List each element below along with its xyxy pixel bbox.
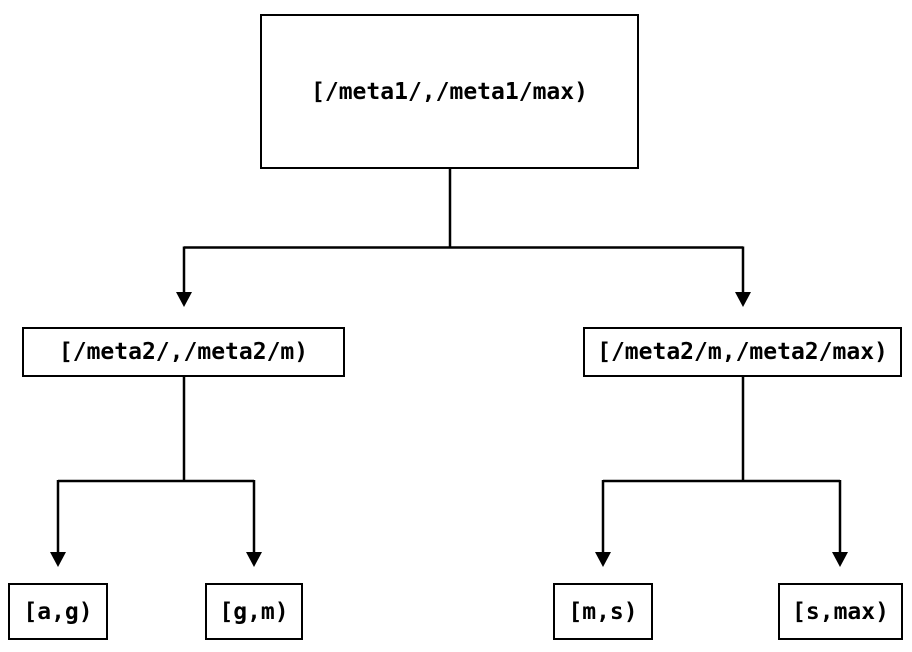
arrowhead-leaf-ag-icon: [50, 552, 66, 567]
node-leaf-s-max-label: [s,max): [792, 598, 889, 625]
node-meta2-low-label: [/meta2/,/meta2/m): [58, 339, 309, 365]
edge-meta2-low-to-children: [56, 377, 256, 553]
arrowhead-leaf-ms-icon: [595, 552, 611, 567]
arrowhead-leaf-gm-icon: [246, 552, 262, 567]
node-leaf-a-g-label: [a,g): [23, 598, 93, 625]
node-leaf-m-s: [m,s): [553, 583, 653, 640]
node-root-label: [/meta1/,/meta1/max): [311, 78, 588, 105]
arrowhead-leaf-smax-icon: [832, 552, 848, 567]
edge-root-to-children: [182, 169, 745, 293]
node-leaf-g-m-label: [g,m): [219, 598, 289, 625]
node-meta2-high: [/meta2/m,/meta2/max): [583, 327, 902, 377]
node-leaf-g-m: [g,m): [205, 583, 303, 640]
arrowhead-meta2-high-icon: [735, 292, 751, 307]
node-leaf-a-g: [a,g): [8, 583, 108, 640]
node-leaf-s-max: [s,max): [778, 583, 903, 640]
node-meta2-low: [/meta2/,/meta2/m): [22, 327, 345, 377]
edge-meta2-high-to-children: [601, 377, 842, 553]
node-root: [/meta1/,/meta1/max): [260, 14, 639, 169]
node-leaf-m-s-label: [m,s): [568, 598, 638, 625]
arrowhead-meta2-low-icon: [176, 292, 192, 307]
node-meta2-high-label: [/meta2/m,/meta2/max): [597, 339, 888, 365]
